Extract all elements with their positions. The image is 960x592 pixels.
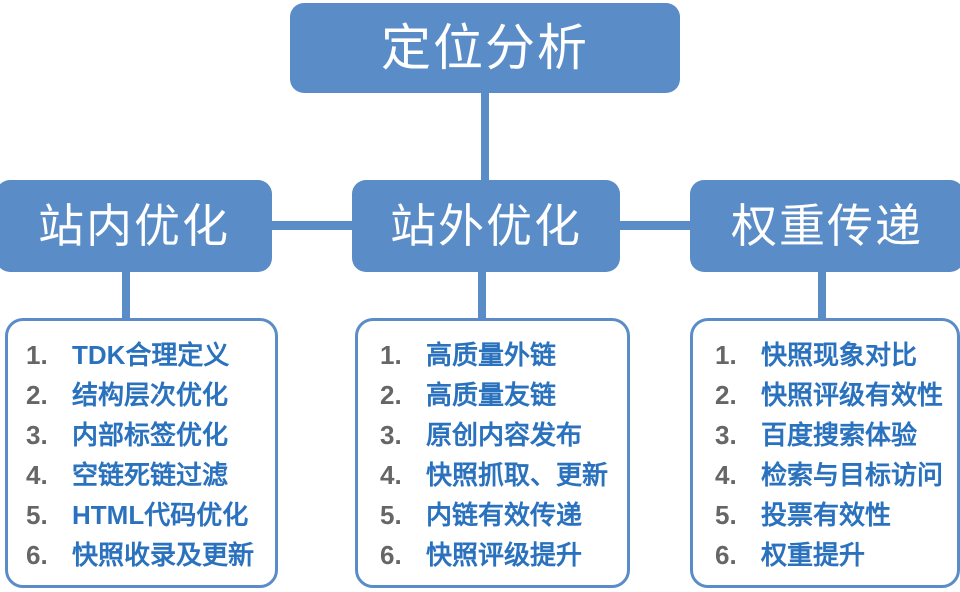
list-item: 6. 快照收录及更新 (8, 535, 275, 575)
list-item-label: 内部标签优化 (72, 420, 229, 450)
node-branch-weight[interactable]: 权重传递 (690, 180, 960, 272)
list-box-offsite: 1. 高质量外链 2. 高质量友链 3. 原创内容发布 4. 快照抓取、更新 5… (355, 318, 630, 588)
list-item: 3. 内部标签优化 (8, 415, 275, 455)
list-item-number: 3. (380, 420, 402, 450)
node-branch-onsite[interactable]: 站内优化 (0, 180, 272, 272)
connector-left-to-middle (268, 221, 356, 230)
list-item-number: 3. (715, 420, 737, 450)
list-item-label: HTML代码优化 (72, 500, 249, 530)
list-item: 5. HTML代码优化 (8, 495, 275, 535)
list-item: 1. 高质量外链 (358, 335, 627, 375)
list-item: 6. 权重提升 (693, 535, 957, 575)
node-branch-offsite[interactable]: 站外优化 (352, 180, 620, 272)
list-item-number: 6. (715, 540, 737, 570)
node-root[interactable]: 定位分析 (290, 3, 680, 93)
list-item-label: 空链死链过滤 (72, 460, 229, 490)
list-item-number: 5. (26, 500, 48, 530)
list-item-number: 1. (26, 340, 48, 370)
list-item: 4. 快照抓取、更新 (358, 455, 627, 495)
list-item-label: TDK合理定义 (72, 340, 230, 370)
list-item-label: 快照收录及更新 (72, 540, 255, 570)
list-item: 4. 检索与目标访问 (693, 455, 957, 495)
list-item-label: 原创内容发布 (426, 420, 583, 450)
list-item-number: 5. (380, 500, 402, 530)
list-box-onsite: 1. TDK合理定义 2. 结构层次优化 3. 内部标签优化 4. 空链死链过滤… (5, 318, 278, 588)
list-item-label: 投票有效性 (761, 500, 892, 530)
list-item: 5. 内链有效传递 (358, 495, 627, 535)
connector-root-to-middle (481, 90, 489, 184)
list-item-label: 内链有效传递 (426, 500, 583, 530)
list-box-weight: 1. 快照现象对比 2. 快照评级有效性 3. 百度搜索体验 4. 检索与目标访… (690, 318, 960, 588)
list-item-number: 6. (26, 540, 48, 570)
list-item-number: 5. (715, 500, 737, 530)
list-item: 5. 投票有效性 (693, 495, 957, 535)
list-item-label: 检索与目标访问 (761, 460, 944, 490)
list-item: 2. 快照评级有效性 (693, 375, 957, 415)
list-item-label: 高质量外链 (426, 340, 557, 370)
connector-branch-right-to-list (818, 268, 826, 322)
list-item: 3. 百度搜索体验 (693, 415, 957, 455)
list-item-label: 快照评级有效性 (761, 380, 944, 410)
list-item: 2. 高质量友链 (358, 375, 627, 415)
list-item-number: 4. (715, 460, 737, 490)
list-item: 2. 结构层次优化 (8, 375, 275, 415)
list-item-label: 百度搜索体验 (761, 420, 918, 450)
list-item-number: 1. (380, 340, 402, 370)
connector-branch-middle-to-list (478, 268, 486, 322)
list-item-label: 快照抓取、更新 (426, 460, 609, 490)
list-item-number: 1. (715, 340, 737, 370)
list-item-number: 2. (26, 380, 48, 410)
list-item-label: 快照评级提升 (426, 540, 583, 570)
list-item-label: 高质量友链 (426, 380, 557, 410)
connector-middle-to-right (616, 221, 694, 230)
list-item-number: 3. (26, 420, 48, 450)
connector-branch-left-to-list (122, 268, 130, 322)
list-item: 1. TDK合理定义 (8, 335, 275, 375)
list-item-number: 4. (380, 460, 402, 490)
list-item: 4. 空链死链过滤 (8, 455, 275, 495)
list-item: 3. 原创内容发布 (358, 415, 627, 455)
list-item-label: 权重提升 (761, 540, 866, 570)
list-item-label: 结构层次优化 (72, 380, 229, 410)
list-item-number: 2. (380, 380, 402, 410)
list-item: 1. 快照现象对比 (693, 335, 957, 375)
list-item-number: 6. (380, 540, 402, 570)
list-item-number: 2. (715, 380, 737, 410)
list-item-label: 快照现象对比 (761, 340, 918, 370)
list-item-number: 4. (26, 460, 48, 490)
list-item: 6. 快照评级提升 (358, 535, 627, 575)
